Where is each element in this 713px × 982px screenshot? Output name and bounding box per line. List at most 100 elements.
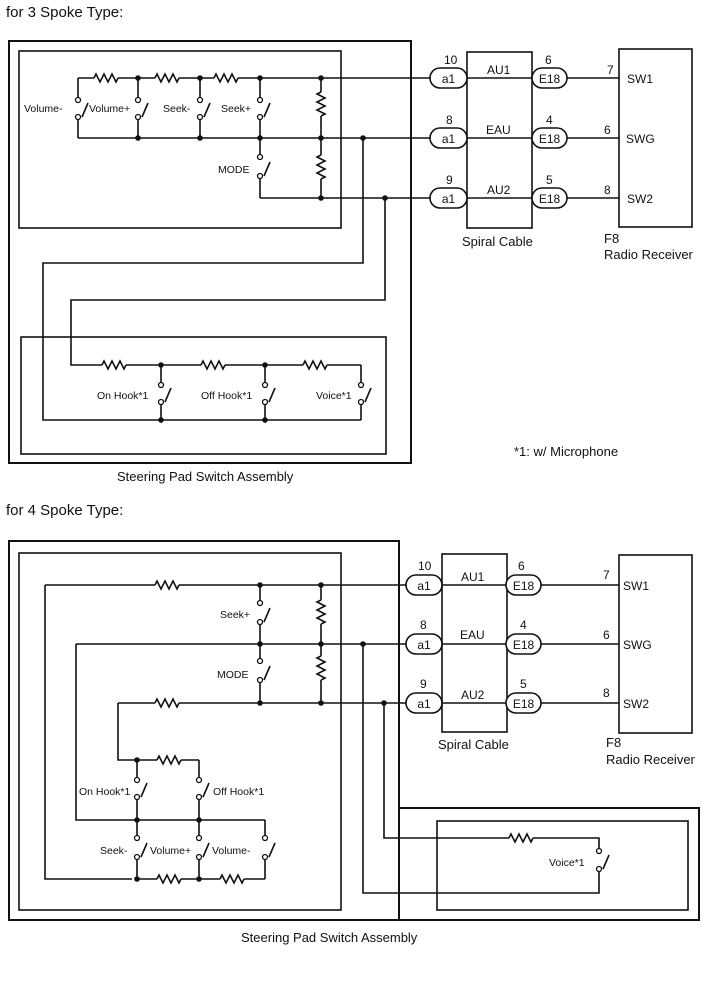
audio-switch-box <box>18 50 342 229</box>
connection-row-au1: a1 10 AU1 E18 6 7 SW1 <box>429 53 653 89</box>
a1-connector-label: a1 <box>417 697 431 711</box>
f8-pin-number: 8 <box>603 686 610 700</box>
spiral-cable-label: Spiral Cable <box>438 737 509 752</box>
resistor <box>315 91 327 117</box>
seek-minus-switch-label: Seek- <box>163 103 191 115</box>
e18-connector-pin-6 <box>531 67 568 89</box>
f8-pin-number: 6 <box>604 123 611 137</box>
a1-connector-label: a1 <box>417 638 431 652</box>
voice-switch-box <box>436 820 689 911</box>
resistor <box>315 655 327 681</box>
off-hook-switch-label: Off Hook*1 <box>213 786 264 798</box>
volume-plus-switch-label: Volume+ <box>89 103 130 115</box>
seek-plus-switch-label: Seek+ <box>221 103 251 115</box>
e18-pin-number: 6 <box>545 53 552 67</box>
resistor <box>101 359 127 371</box>
e18-connector-pin-6 <box>505 574 542 596</box>
receiver-terminal: SW2 <box>627 192 653 206</box>
connection-row-eau: a1 8 EAU E18 4 6 SWG <box>405 618 652 655</box>
assembly-caption-3-spoke: Steering Pad Switch Assembly <box>117 469 294 484</box>
resistor <box>200 359 226 371</box>
e18-connector-label: E18 <box>513 638 535 652</box>
footnote-microphone: *1: w/ Microphone <box>514 444 618 459</box>
e18-connector-pin-5 <box>531 187 568 209</box>
resistor <box>315 599 327 625</box>
spiral-cable-label: Spiral Cable <box>462 234 533 249</box>
a1-connector-pin-10 <box>405 574 443 596</box>
resistor <box>156 873 182 885</box>
e18-pin-number: 6 <box>518 559 525 573</box>
signal-name: EAU <box>460 628 485 642</box>
connection-row-au2: a1 9 AU2 E18 5 8 SW2 <box>429 173 653 209</box>
connection-row-au1: a1 10 AU1 E18 6 7 SW1 <box>405 559 649 596</box>
f8-pin-number: 6 <box>603 628 610 642</box>
off-hook-switch-label: Off Hook*1 <box>201 390 252 402</box>
e18-pin-number: 5 <box>546 173 553 187</box>
receiver-code-label: F8 <box>604 231 619 246</box>
resistor <box>154 579 180 591</box>
receiver-terminal: SW1 <box>627 72 653 86</box>
e18-connector-label: E18 <box>513 697 535 711</box>
f8-pin-number: 8 <box>604 183 611 197</box>
steering-pad-switch-assembly-box <box>8 40 412 464</box>
a1-pin-number: 8 <box>446 113 453 127</box>
voice-switch-label: Voice*1 <box>549 857 585 869</box>
resistor <box>219 873 245 885</box>
receiver-terminal: SW2 <box>623 697 649 711</box>
on-hook-switch-label: On Hook*1 <box>79 786 131 798</box>
seek-plus-switch-label: Seek+ <box>220 609 250 621</box>
heading-4-spoke: for 4 Spoke Type: <box>6 502 123 519</box>
e18-connector-pin-4 <box>505 633 542 655</box>
diagram-3-spoke: for 3 Spoke Type: <box>6 4 694 484</box>
mode-switch-label: MODE <box>218 164 250 176</box>
volume-minus-switch-label: Volume- <box>212 845 251 857</box>
on-hook-switch-label: On Hook*1 <box>97 390 149 402</box>
e18-connector-label: E18 <box>513 579 535 593</box>
volume-minus-switch-label: Volume- <box>24 103 63 115</box>
diagram-4-spoke: for 4 Spoke Type: <box>6 502 700 945</box>
mode-switch-label: MODE <box>217 669 249 681</box>
e18-pin-number: 4 <box>520 618 527 632</box>
e18-connector-pin-5 <box>505 692 542 714</box>
receiver-name-label: Radio Receiver <box>604 247 694 262</box>
a1-connector-label: a1 <box>442 72 456 86</box>
f8-pin-number: 7 <box>603 568 610 582</box>
connection-row-eau: a1 8 EAU E18 4 6 SWG <box>429 113 655 149</box>
f8-pin-number: 7 <box>607 63 614 77</box>
connection-row-au2: a1 9 AU2 E18 5 8 SW2 <box>405 677 649 714</box>
a1-connector-pin-9 <box>405 692 443 714</box>
e18-pin-number: 5 <box>520 677 527 691</box>
signal-name: AU1 <box>487 63 511 77</box>
audio-switch-box <box>18 552 342 911</box>
a1-connector-label: a1 <box>417 579 431 593</box>
a1-connector-label: a1 <box>442 192 456 206</box>
voice-switch-enclosure <box>398 541 700 921</box>
receiver-terminal: SWG <box>626 132 655 146</box>
receiver-terminal: SW1 <box>623 579 649 593</box>
signal-name: EAU <box>486 123 511 137</box>
receiver-code-label: F8 <box>606 735 621 750</box>
a1-pin-number: 9 <box>420 677 427 691</box>
e18-connector-label: E18 <box>539 192 561 206</box>
volume-plus-switch-label: Volume+ <box>150 845 191 857</box>
a1-connector-pin-8 <box>405 633 443 655</box>
a1-connector-label: a1 <box>442 132 456 146</box>
signal-name: AU2 <box>487 183 511 197</box>
assembly-caption-4-spoke: Steering Pad Switch Assembly <box>241 930 418 945</box>
resistor <box>154 697 180 709</box>
resistor <box>156 754 182 766</box>
heading-3-spoke: for 3 Spoke Type: <box>6 4 123 21</box>
a1-pin-number: 10 <box>444 53 458 67</box>
receiver-terminal: SWG <box>623 638 652 652</box>
seek-minus-switch-label: Seek- <box>100 845 128 857</box>
e18-connector-label: E18 <box>539 72 561 86</box>
a1-pin-number: 8 <box>420 618 427 632</box>
resistor <box>213 72 239 84</box>
e18-pin-number: 4 <box>546 113 553 127</box>
receiver-name-label: Radio Receiver <box>606 752 696 767</box>
a1-pin-number: 10 <box>418 559 432 573</box>
e18-connector-label: E18 <box>539 132 561 146</box>
resistor <box>154 72 180 84</box>
resistor <box>302 359 328 371</box>
